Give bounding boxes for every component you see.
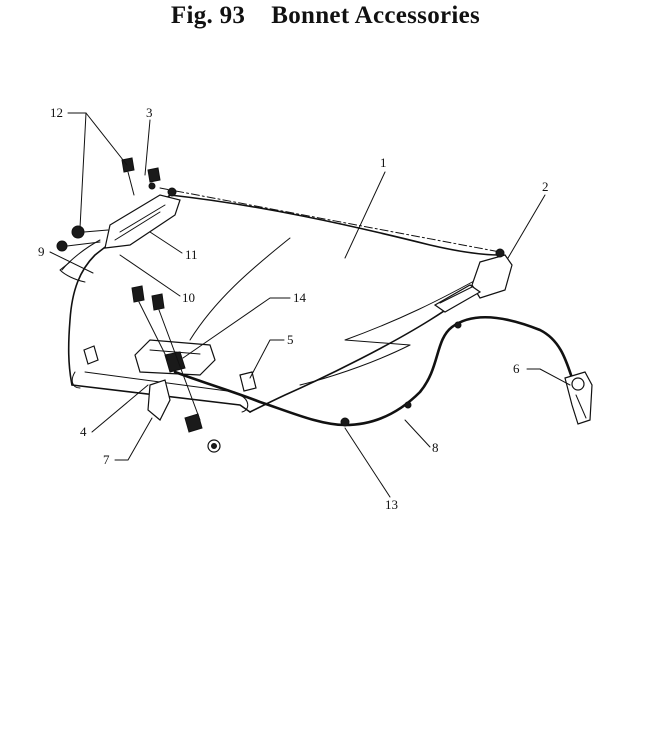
figure-title: Fig. 93 Bonnet Accessories xyxy=(0,2,651,30)
left-hinge xyxy=(104,187,181,249)
callout-11: 11 xyxy=(185,247,198,262)
bolt-group-upper-left xyxy=(56,157,161,252)
callout-7: 7 xyxy=(103,452,110,467)
figure-caption: Bonnet Accessories xyxy=(271,2,481,29)
callout-12: 12 xyxy=(50,105,63,120)
callout-10: 10 xyxy=(182,290,195,305)
seal-clips xyxy=(83,345,257,392)
callout-3: 3 xyxy=(146,105,153,120)
callout-8: 8 xyxy=(432,440,439,455)
callout-9: 9 xyxy=(38,244,45,259)
latch-bolts xyxy=(131,285,221,453)
figure-number: Fig. 93 xyxy=(170,2,246,29)
callout-1: 1 xyxy=(380,155,387,170)
leader-lines xyxy=(49,112,571,498)
hinge-axis-line xyxy=(159,187,501,253)
release-handle xyxy=(564,371,593,425)
callout-4: 4 xyxy=(80,424,87,439)
callout-5: 5 xyxy=(287,332,294,347)
callout-6: 6 xyxy=(513,361,520,376)
right-hinge xyxy=(433,248,513,313)
callout-14: 14 xyxy=(293,290,307,305)
release-cable xyxy=(173,315,574,427)
callout-2: 2 xyxy=(542,179,549,194)
callout-13: 13 xyxy=(385,497,398,512)
